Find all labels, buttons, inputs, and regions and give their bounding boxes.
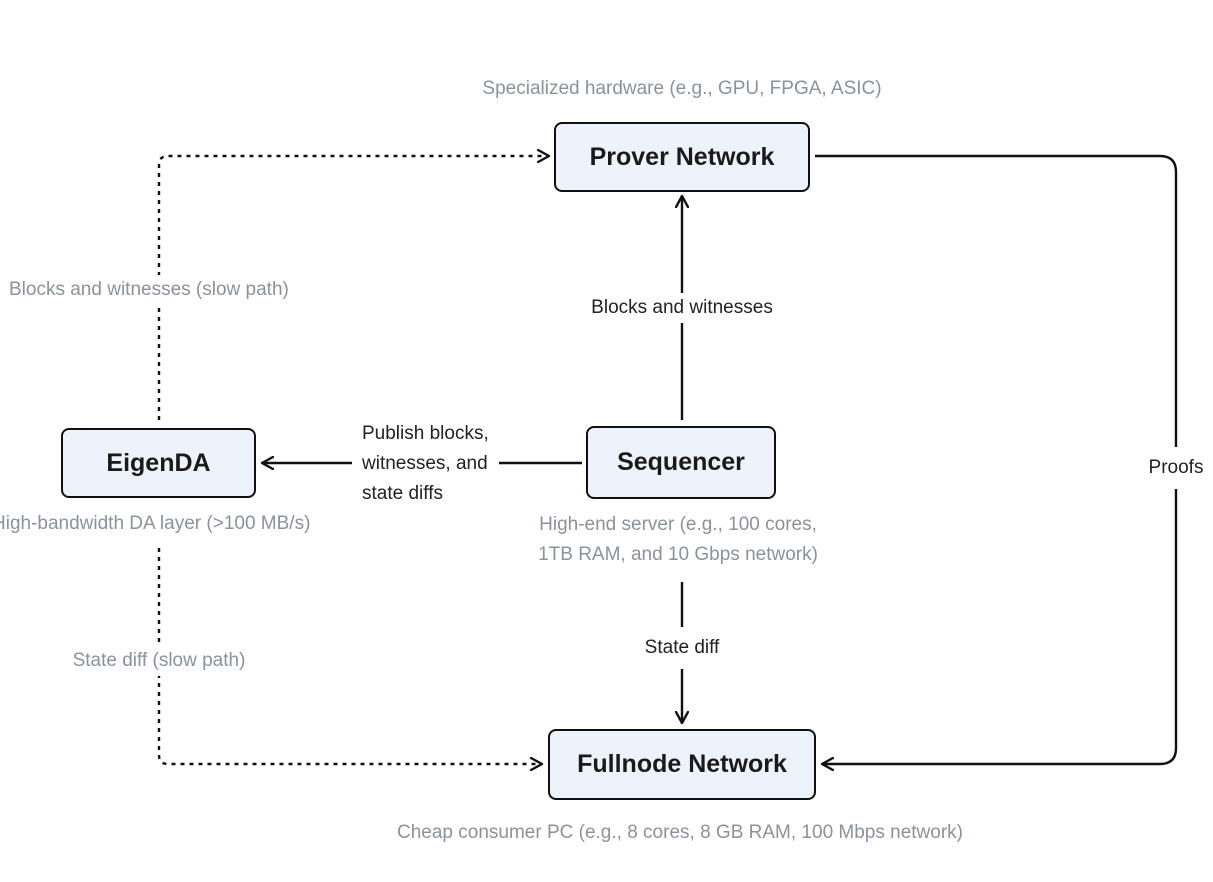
edge-label-blocks-and-witnesses: Blocks and witnesses: [587, 293, 777, 323]
edge-eigenda-to-fullnode: [157, 548, 542, 764]
fullnode-network-note: Cheap consumer PC (e.g., 8 cores, 8 GB R…: [396, 822, 964, 843]
eigenda-node: EigenDA: [61, 428, 256, 498]
edge-label-state-diff: State diff: [640, 627, 724, 669]
sequencer-node: Sequencer: [586, 426, 776, 499]
sequencer-label: Sequencer: [617, 448, 745, 476]
edge-label-blocks-slow-path: Blocks and witnesses (slow path): [7, 275, 291, 305]
edge-label-publish-group: Publish blocks, witnesses, and state dif…: [352, 419, 499, 509]
prover-network-label: Prover Network: [589, 142, 775, 171]
edge-prover-to-fullnode: [815, 154, 1178, 764]
edge-label-publish-line3: state diffs: [362, 483, 443, 504]
edge-eigenda-to-prover: [157, 156, 549, 420]
edge-label-state-diff-slow-path: State diff (slow path): [68, 646, 250, 676]
sequencer-note-line2: 1TB RAM, and 10 Gbps network): [538, 544, 818, 565]
edge-label-publish-line1: Publish blocks,: [362, 423, 489, 444]
edge-label-publish-line2: witnesses, and: [362, 453, 488, 474]
sequencer-note-line1: High-end server (e.g., 100 cores,: [539, 514, 817, 535]
eigenda-label: EigenDA: [106, 448, 211, 477]
edge-label-proofs: Proofs: [1146, 447, 1206, 489]
eigenda-note: High-bandwidth DA layer (>100 MB/s): [0, 513, 311, 534]
fullnode-network-node: Fullnode Network: [548, 729, 816, 800]
prover-network-note: Specialized hardware (e.g., GPU, FPGA, A…: [482, 78, 882, 99]
prover-network-node: Prover Network: [554, 122, 810, 192]
fullnode-network-label: Fullnode Network: [577, 750, 787, 778]
